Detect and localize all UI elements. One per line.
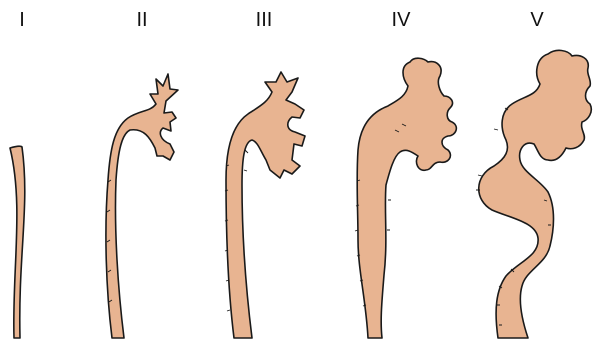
stage-3-ureter-pelvis — [226, 72, 305, 338]
stage-4-ureter-pelvis — [357, 58, 456, 338]
stage-3-drawing — [225, 72, 305, 338]
stage-2-drawing — [106, 74, 178, 338]
stage-1-drawing — [10, 146, 25, 338]
stage-1-ureter — [10, 146, 25, 338]
stage-2-ureter-pelvis — [106, 74, 178, 338]
stage-4-drawing — [355, 58, 456, 338]
stage-5-ureter-pelvis — [479, 50, 592, 338]
stage-5-drawing — [476, 50, 591, 338]
